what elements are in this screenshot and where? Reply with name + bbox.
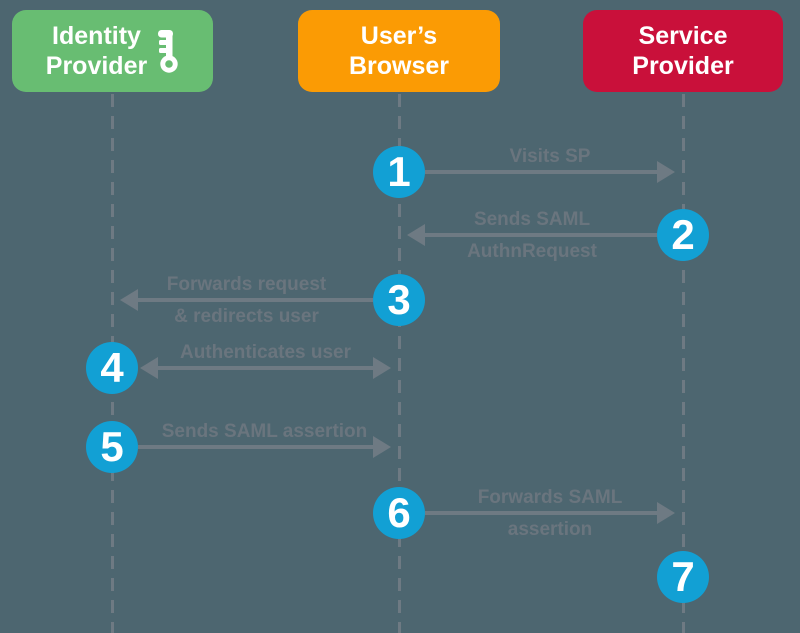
step-circle: 6 [373, 487, 425, 539]
actor-identity-provider-label: Identity Provider [46, 21, 147, 82]
lifeline-service-provider [681, 94, 685, 633]
arrowhead-right [373, 357, 391, 379]
actor-identity-provider: Identity Provider [12, 10, 213, 92]
arrowhead-right [657, 161, 675, 183]
step-label-above: Forwards request [166, 274, 327, 295]
lifeline-users-browser [397, 94, 401, 633]
arrow-line [425, 511, 661, 515]
step-circle: 7 [657, 551, 709, 603]
step-circle: 2 [657, 209, 709, 261]
key-icon [158, 30, 178, 73]
arrow-line [421, 233, 657, 237]
step-label-above: Sends SAML assertion [161, 421, 368, 442]
step-label-above: Visits SP [509, 146, 591, 167]
actor-label-line2: Provider [45, 52, 148, 80]
actor-label-line2: Browser [348, 52, 450, 80]
actor-label-line1: Service [638, 21, 728, 50]
arrowhead-left [120, 289, 138, 311]
step-label-below: & redirects user [174, 306, 319, 327]
arrowhead-right [657, 502, 675, 524]
step-label-above: Forwards SAML [477, 487, 623, 508]
step-label-below: AuthnRequest [467, 241, 597, 262]
actor-service-provider: Service Provider [583, 10, 783, 92]
actor-label-line2: Provider [632, 52, 734, 80]
arrow-line [425, 170, 661, 174]
arrow-line [138, 445, 377, 449]
actor-users-browser-label: User’s Browser [349, 21, 449, 82]
step-circle: 3 [373, 274, 425, 326]
arrow-line [134, 298, 373, 302]
step-label-above: Authenticates user [179, 342, 352, 363]
arrowhead-right [373, 436, 391, 458]
arrowhead-left [407, 224, 425, 246]
step-label-below: assertion [507, 519, 593, 540]
actor-label-line1: Identity [52, 21, 141, 50]
actor-service-provider-label: Service Provider [632, 21, 733, 82]
step-circle: 5 [86, 421, 138, 473]
key-icon-hole [165, 60, 174, 68]
actor-label-line1: User’s [360, 21, 438, 50]
actor-users-browser: User’s Browser [298, 10, 500, 92]
step-label-above: Sends SAML [473, 209, 591, 230]
step-circle: 4 [86, 342, 138, 394]
arrow-line [154, 366, 377, 370]
arrowhead-left [140, 357, 158, 379]
step-circle: 1 [373, 146, 425, 198]
